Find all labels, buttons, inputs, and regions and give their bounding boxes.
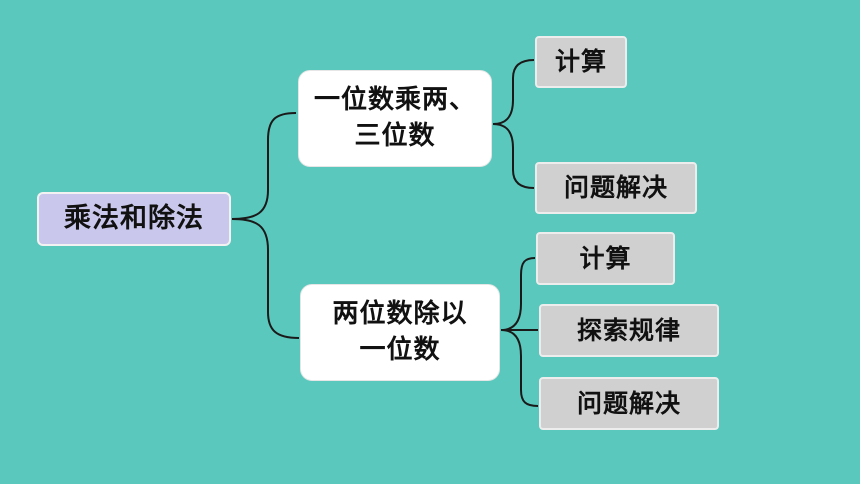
branch-label-line: 三位数 — [354, 120, 436, 151]
branch-label-line: 一位数乘两、 — [313, 85, 476, 116]
leaf-node-problem-solving: 问题解决 — [539, 377, 719, 430]
branch-label-line: 两位数除以 — [332, 299, 468, 330]
root-node: 乘法和除法 — [37, 192, 231, 246]
leaf-node-problem-solving: 问题解决 — [535, 162, 697, 214]
root-brace — [231, 112, 300, 339]
branch1-brace — [492, 59, 535, 189]
branch-node-multiplication: 一位数乘两、 三位数 — [298, 70, 492, 167]
branch-label-line: 一位数 — [359, 334, 441, 365]
branch-node-division: 两位数除以 一位数 — [300, 284, 500, 381]
branch2-brace — [500, 257, 539, 407]
leaf-node-pattern-exploration: 探索规律 — [539, 304, 719, 357]
leaf-node-calculation: 计算 — [536, 232, 675, 285]
leaf-node-calculation: 计算 — [535, 36, 627, 88]
